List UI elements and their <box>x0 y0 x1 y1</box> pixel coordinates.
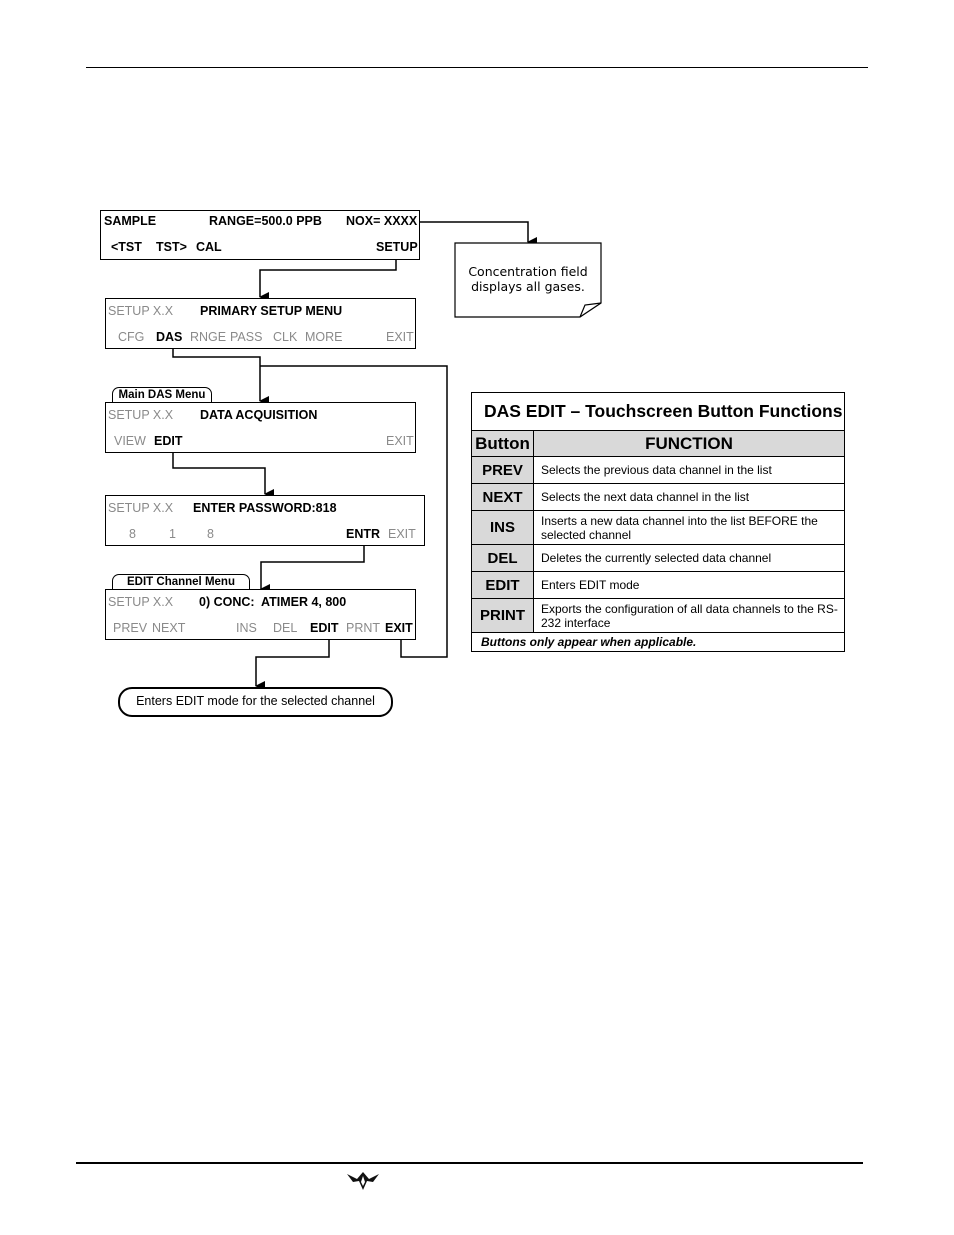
row-function-ins: Inserts a new data channel into the list… <box>533 510 845 545</box>
row-button-next: NEXT <box>471 483 534 511</box>
prev-button[interactable]: PREV <box>113 621 148 635</box>
row-function-prev: Selects the previous data channel in the… <box>533 456 845 484</box>
note-text: Concentration field displays all gases. <box>457 264 599 294</box>
del-button[interactable]: DEL <box>273 621 298 635</box>
cfg-button[interactable]: CFG <box>118 330 145 344</box>
row-button-edit: EDIT <box>471 571 534 599</box>
das-exit-button[interactable]: EXIT <box>386 434 414 448</box>
password-exit-button[interactable]: EXIT <box>388 527 416 541</box>
note-line-2: displays all gases. <box>471 279 585 294</box>
row-function-print: Exports the configuration of all data ch… <box>533 598 845 633</box>
teledyne-logo-icon <box>347 1172 379 1190</box>
col-header-button: Button <box>471 430 534 457</box>
password-version-label: SETUP X.X <box>108 501 174 515</box>
table-row: INS Inserts a new data channel into the … <box>471 510 845 545</box>
channel-exit-button[interactable]: EXIT <box>385 621 413 635</box>
das-version-label: SETUP X.X <box>108 408 174 422</box>
sample-screen: SAMPLE RANGE=500.0 PPB NOX= XXXX <TST TS… <box>100 210 420 260</box>
row-function-del: Deletes the currently selected data chan… <box>533 544 845 572</box>
pass-button[interactable]: PASS <box>230 330 263 344</box>
result-callout: Enters EDIT mode for the selected channe… <box>118 687 393 717</box>
digit-button-1[interactable]: 8 <box>129 527 136 541</box>
row-function-next: Selects the next data channel in the lis… <box>533 483 845 511</box>
rnge-button[interactable]: RNGE <box>190 330 227 344</box>
button-functions-table: DAS EDIT – Touchscreen Button Functions … <box>471 392 845 652</box>
nox-field[interactable]: NOX= XXXX <box>346 214 418 228</box>
tst-next-button[interactable]: TST> <box>156 240 187 254</box>
channel-title: 0) CONC: <box>199 595 255 609</box>
das-menu-tab: Main DAS Menu <box>112 387 212 403</box>
password-screen: SETUP X.X ENTER PASSWORD:818 8 1 8 ENTR … <box>105 495 425 546</box>
setup-title: PRIMARY SETUP MENU <box>200 304 343 318</box>
tst-prev-button[interactable]: <TST <box>111 240 142 254</box>
channel-value: ATIMER 4, 800 <box>261 595 347 609</box>
note-box <box>454 242 602 318</box>
setup-version-label: SETUP X.X <box>108 304 174 318</box>
channel-screen: SETUP X.X 0) CONC: ATIMER 4, 800 PREV NE… <box>105 589 416 640</box>
setup-screen: SETUP X.X PRIMARY SETUP MENU CFG DAS RNG… <box>105 298 416 349</box>
setup-button[interactable]: SETUP <box>376 240 418 254</box>
mode-label: SAMPLE <box>104 214 157 228</box>
table-row: PREV Selects the previous data channel i… <box>471 456 845 484</box>
table-row: EDIT Enters EDIT mode <box>471 571 845 599</box>
col-header-function: FUNCTION <box>533 430 845 457</box>
exit-button[interactable]: EXIT <box>386 330 414 344</box>
edit-channel-menu-tab: EDIT Channel Menu <box>112 574 250 590</box>
prnt-button[interactable]: PRNT <box>346 621 381 635</box>
table-row: PRINT Exports the configuration of all d… <box>471 598 845 633</box>
password-title: ENTER PASSWORD:818 <box>193 501 337 515</box>
row-button-prev: PREV <box>471 456 534 484</box>
table-footnote: Buttons only appear when applicable. <box>471 632 845 652</box>
entr-button[interactable]: ENTR <box>346 527 381 541</box>
ins-button[interactable]: INS <box>236 621 257 635</box>
footer-rule <box>76 1162 863 1164</box>
row-function-edit: Enters EDIT mode <box>533 571 845 599</box>
row-button-del: DEL <box>471 544 534 572</box>
das-button[interactable]: DAS <box>156 330 183 344</box>
clk-button[interactable]: CLK <box>273 330 298 344</box>
header-rule <box>86 67 868 68</box>
table-row: NEXT Selects the next data channel in th… <box>471 483 845 511</box>
row-button-ins: INS <box>471 510 534 545</box>
channel-edit-button[interactable]: EDIT <box>310 621 339 635</box>
das-title: DATA ACQUISITION <box>200 408 318 422</box>
range-label: RANGE=500.0 PPB <box>209 214 322 228</box>
table-row: DEL Deletes the currently selected data … <box>471 544 845 572</box>
next-button[interactable]: NEXT <box>152 621 186 635</box>
note-line-1: Concentration field <box>468 264 588 279</box>
digit-button-2[interactable]: 1 <box>169 527 176 541</box>
das-screen: SETUP X.X DATA ACQUISITION VIEW EDIT EXI… <box>105 402 416 453</box>
digit-button-3[interactable]: 8 <box>207 527 214 541</box>
row-button-print: PRINT <box>471 598 534 633</box>
more-button[interactable]: MORE <box>305 330 343 344</box>
table-title: DAS EDIT – Touchscreen Button Functions <box>471 392 845 431</box>
edit-button[interactable]: EDIT <box>154 434 183 448</box>
cal-button[interactable]: CAL <box>196 240 222 254</box>
channel-version-label: SETUP X.X <box>108 595 174 609</box>
view-button[interactable]: VIEW <box>114 434 146 448</box>
